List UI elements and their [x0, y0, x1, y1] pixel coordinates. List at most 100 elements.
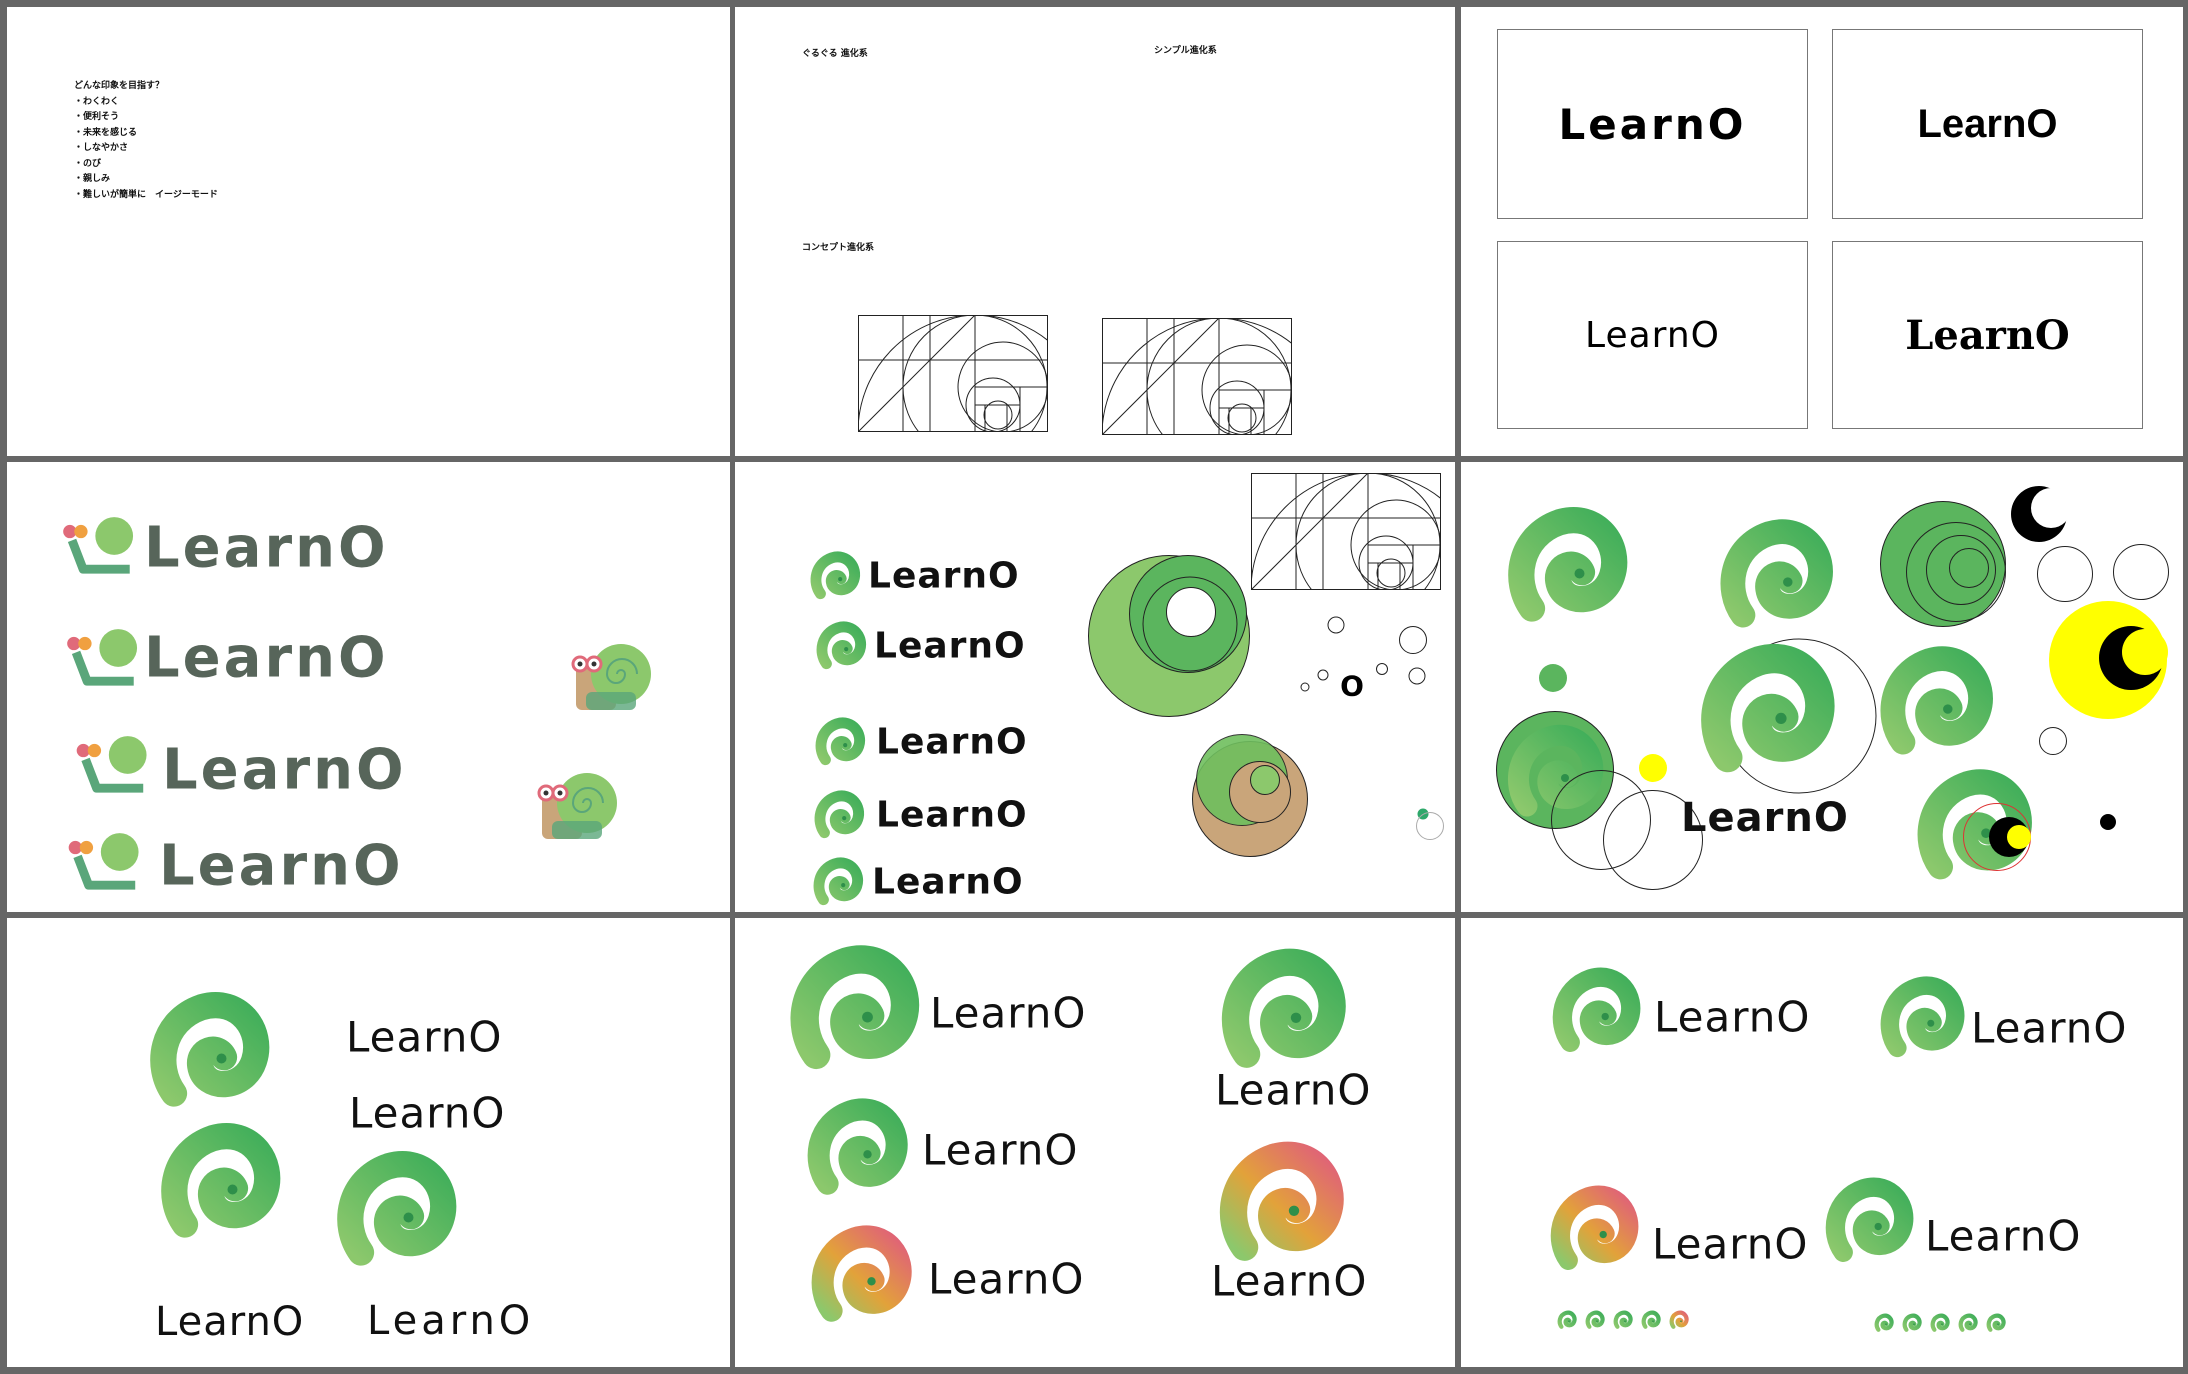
yellow-dot: [2007, 825, 2031, 849]
label-simple: シンプル進化系: [1154, 46, 1217, 56]
logo-text: LearnO: [922, 1125, 1079, 1175]
swirl-logo-icon: [1216, 1138, 1346, 1268]
snail-icon: [63, 516, 141, 577]
golden-ratio-grid-icon: [858, 315, 1048, 432]
construction-circle: [1250, 765, 1280, 795]
logo-text: LearnO: [1925, 1211, 2082, 1261]
panel-logo-variants-3: LearnO LearnO LearnO LearnO: [1461, 918, 2183, 1367]
letter-o: O: [1340, 669, 1364, 703]
snail-icon: [532, 771, 622, 841]
panel-logo-variants-1: LearnO LearnO LearnO LearnO: [7, 918, 730, 1367]
logo-text: LearnO: [155, 1299, 305, 1345]
logo-text: LearnO: [868, 555, 1020, 597]
logo-text: LearnO: [144, 515, 389, 581]
swirl-logo-icon: [1548, 1183, 1640, 1275]
small-circle: [1317, 669, 1329, 681]
small-swirl-row: [1557, 1310, 1689, 1330]
construction-circle: [1906, 522, 2006, 622]
snail-icon: [65, 832, 150, 893]
swirl-logo-icon: [1958, 1313, 1978, 1333]
font-option-box[interactable]: LearnO: [1497, 241, 1808, 429]
construction-circle: [2037, 546, 2093, 602]
logo-text: LearnO: [1917, 101, 2058, 146]
list-item: ・わくわく: [74, 96, 120, 107]
swirl-logo-icon: [1505, 504, 1630, 629]
panel-swirl-experiments: LearnO: [1461, 462, 2183, 912]
impressions-list: どんな印象を目指す？ ・わくわく ・便利そう ・未来を感じる ・しなやかさ ・の…: [74, 79, 218, 203]
crescent-cutout: [2122, 629, 2168, 675]
logo-text: LearnO: [1558, 99, 1747, 149]
font-option-box[interactable]: LearnO: [1832, 241, 2143, 429]
logo-text: LearnO: [1905, 311, 2070, 359]
snail-icon: [73, 735, 158, 796]
logo-text: LearnO: [872, 861, 1024, 903]
swirl-logo-icon: [1930, 1313, 1950, 1333]
snail-icon: [67, 628, 145, 689]
swirl-logo-icon: [158, 1120, 283, 1245]
swirl-logo-icon: [1874, 1313, 1894, 1333]
swirl-logo-icon: [814, 716, 866, 768]
logo-text: LearnO: [1585, 314, 1720, 356]
panel-logo-variants-2: LearnO LearnO LearnO LearnO LearnO: [735, 918, 1455, 1367]
label-guruguru: ぐるぐる 進化系: [802, 49, 868, 59]
small-circle: [2039, 727, 2067, 755]
logo-text: LearnO: [930, 988, 1087, 1038]
swirl-logo-icon: [815, 620, 867, 672]
panel-evolution-labels: ぐるぐる 進化系 シンプル進化系 コンセプト進化系: [735, 7, 1455, 456]
swirl-logo-icon: [334, 1148, 459, 1273]
swirl-logo-icon: [1823, 1175, 1915, 1267]
logo-text: LearnO: [1681, 795, 1849, 841]
logo-text: LearnO: [876, 794, 1028, 836]
small-swirl-row: [1874, 1313, 2006, 1333]
green-dot: [1539, 664, 1567, 692]
small-circle: [1408, 667, 1426, 685]
yellow-dot: [1639, 754, 1667, 782]
construction-circle: [1926, 535, 1996, 605]
golden-ratio-grid-icon: [1102, 318, 1292, 435]
small-circle: [1300, 682, 1310, 692]
swirl-logo-icon: [805, 1096, 910, 1201]
construction-circle: [1166, 587, 1216, 637]
logo-text: LearnO: [162, 737, 407, 803]
font-option-box[interactable]: LearnO: [1832, 29, 2143, 219]
small-circle: [1327, 616, 1345, 634]
swirl-logo-icon: [1218, 945, 1348, 1075]
panel-snail-logos: LearnO LearnO LearnO LearnO: [7, 462, 730, 912]
list-item: ・未来を感じる: [74, 127, 138, 138]
construction-circle: [1603, 790, 1703, 890]
construction-circle: [1142, 576, 1238, 672]
swirl-logo-icon: [787, 942, 922, 1077]
swirl-logo-icon: [1878, 974, 1966, 1062]
swirl-logo-icon: [1550, 965, 1642, 1057]
list-item: ・親しみ: [74, 174, 111, 184]
snail-icon: [566, 642, 656, 712]
black-dot: [2100, 814, 2116, 830]
swirl-logo-icon: [813, 789, 865, 841]
font-option-box[interactable]: LearnO: [1497, 29, 1808, 219]
panel-impressions: どんな印象を目指す？ ・わくわく ・便利そう ・未来を感じる ・しなやかさ ・の…: [7, 7, 730, 456]
golden-ratio-grid-icon: [1251, 473, 1441, 590]
logo-text: LearnO: [876, 721, 1028, 763]
logo-text: LearnO: [144, 625, 389, 691]
panel-font-comparison: LearnO LearnO LearnO LearnO: [1461, 7, 2183, 456]
crescent-cutout: [2031, 488, 2071, 528]
logo-text: LearnO: [346, 1012, 503, 1062]
list-item: ・難しいが簡単に イージーモード: [74, 189, 218, 200]
logo-text: LearnO: [159, 833, 404, 899]
list-item: ・しなやかさ: [74, 143, 129, 153]
swirl-logo-icon: [1557, 1310, 1577, 1330]
logo-text: LearnO: [1654, 992, 1811, 1042]
swirl-logo-icon: [1902, 1313, 1922, 1333]
logo-text: LearnO: [1215, 1065, 1372, 1115]
construction-circle: [2113, 544, 2169, 600]
logo-text: LearnO: [874, 625, 1026, 667]
swirl-logo-icon: [809, 550, 861, 602]
swirl-logo-icon: [1669, 1310, 1689, 1330]
logo-text: LearnO: [1652, 1219, 1809, 1269]
small-circle: [1376, 663, 1388, 675]
impressions-title: どんな印象を目指す？: [74, 81, 165, 91]
swirl-logo-icon: [1877, 643, 1995, 761]
logo-text: LearnO: [349, 1088, 506, 1138]
swirl-logo-icon: [1585, 1310, 1605, 1330]
list-item: ・のび: [74, 158, 102, 169]
